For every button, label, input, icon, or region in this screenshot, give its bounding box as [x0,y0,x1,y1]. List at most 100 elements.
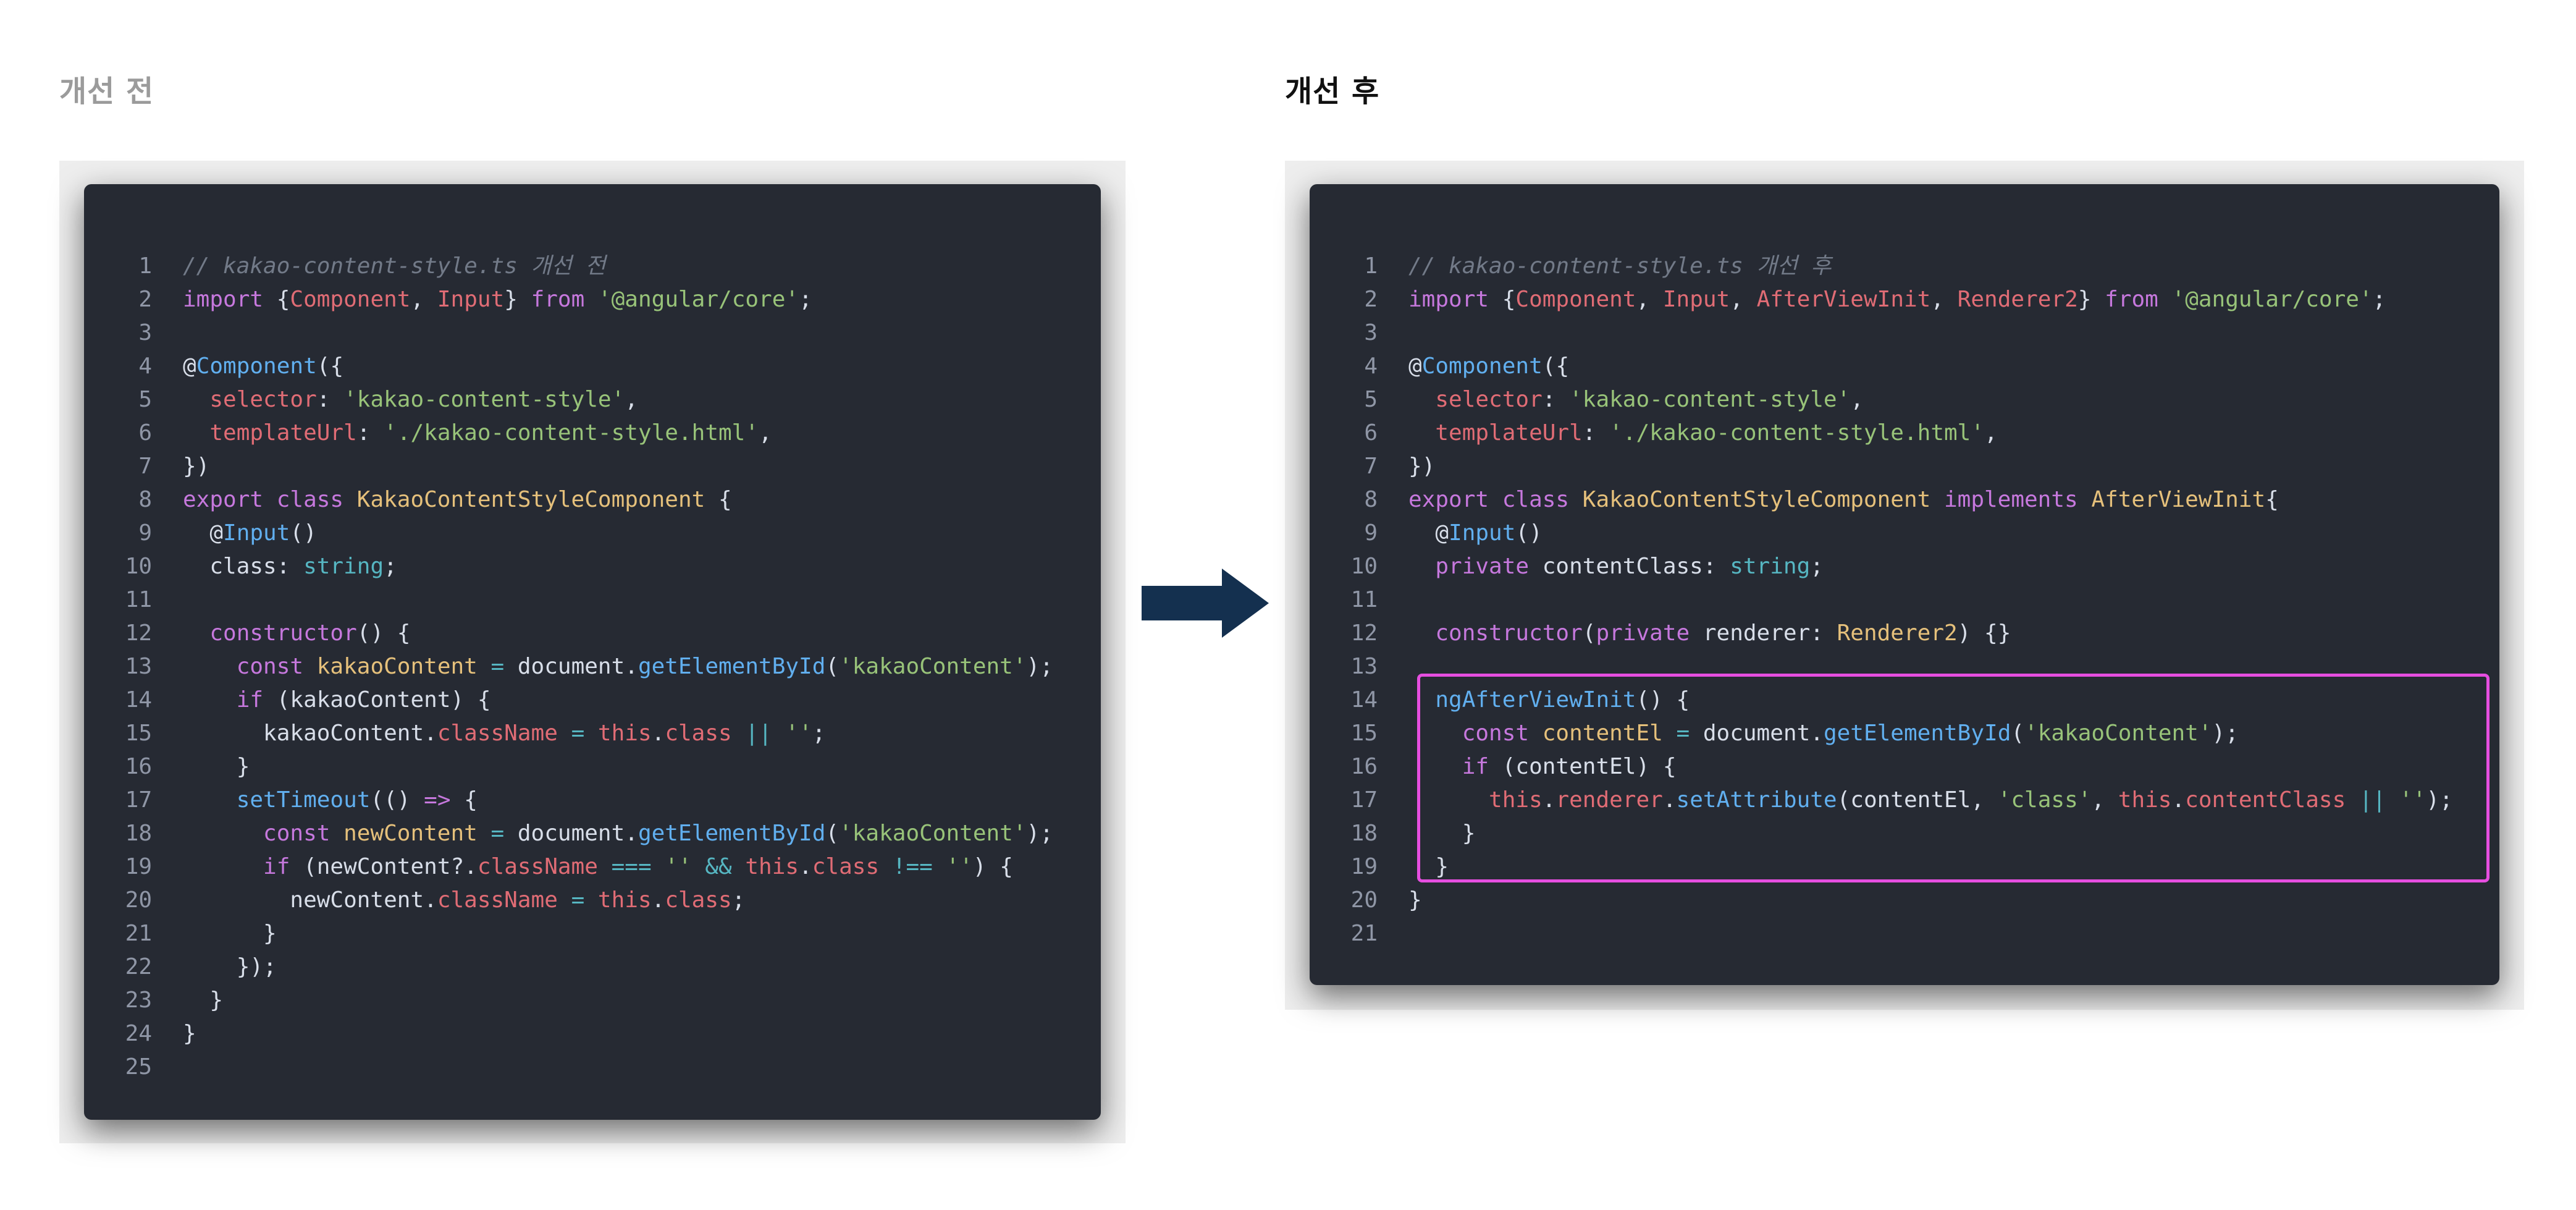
code-token: '' [946,854,973,879]
line-number: 11 [125,587,152,612]
code-token: && [705,854,746,879]
code-line: 24} [84,1017,1101,1051]
code-line: 25 [84,1051,1101,1084]
line-number: 19 [1350,854,1378,879]
code-token: newContent. [183,887,437,913]
code-token: @ [1408,353,1422,379]
code-token: ) { [972,854,1013,879]
line-number: 6 [1364,420,1378,446]
code-token: } [183,921,277,946]
code-line: 13 [1310,650,2499,683]
code-token: ( [825,821,840,846]
code-line: 15 const contentEl = document.getElement… [1310,717,2499,750]
line-number: 5 [138,387,152,412]
code-token: kakaoContent [316,654,491,679]
line-number: 3 [138,320,152,345]
code-token: './kakao-content-style.html' [1609,420,1985,446]
code-token: ; [2372,287,2386,312]
code-token: '@angular/core' [597,287,799,312]
code-token [1408,687,1435,713]
code-token [183,787,237,813]
code-token: (contentEl, [1837,787,1998,813]
code-token: if [263,854,304,879]
line-number: 9 [1364,520,1378,546]
code-token: 'kakaoContent' [839,654,1027,679]
code-token: 'kakaoContent' [2024,721,2212,746]
code-token: class [276,487,357,512]
code-token [1408,787,1489,813]
code-line: 5 selector: 'kakao-content-style', [84,383,1101,417]
line-number: 22 [125,954,152,979]
code-token: || [2359,787,2399,813]
code-token: class [183,554,277,579]
code-token [183,387,209,412]
code-line: 3 [1310,316,2499,350]
code-token: @ [183,520,224,546]
code-token: document. [517,654,638,679]
code-token: newContent [343,821,491,846]
code-line: 17 setTimeout(() => { [84,784,1101,817]
code-line: 4@Component({ [1310,350,2499,383]
code-token: Component [290,287,411,312]
line-number: 8 [1364,487,1378,512]
code-line: 12 constructor() { [84,617,1101,650]
code-token: 'kakao-content-style' [1569,387,1851,412]
code-token: string [303,554,384,579]
code-token: === [611,854,665,879]
line-number: 25 [125,1054,152,1080]
code-token: . [651,721,665,746]
code-token: this [597,887,652,913]
code-token: @ [183,353,196,379]
code-line: 18 } [1310,817,2499,850]
code-token: . [1662,787,1677,813]
code-token [183,687,237,713]
code-line: 17 this.renderer.setAttribute(contentEl,… [1310,784,2499,817]
line-number: 21 [1350,921,1378,946]
line-number: 18 [1350,821,1378,846]
code-token: ); [2212,721,2239,746]
code-token: ({ [1542,353,1570,379]
code-token: } [1408,887,1422,913]
code-token: { [1502,287,1516,312]
code-token: ; [731,887,746,913]
code-line: 16 if (contentEl) { [1310,750,2499,784]
code-line: 4@Component({ [84,350,1101,383]
code-token: this [597,721,652,746]
code-token: Renderer2 [1957,287,2078,312]
line-number: 15 [125,721,152,746]
line-number: 16 [125,754,152,779]
code-token: ( [825,654,840,679]
code-token: 'class' [1997,787,2092,813]
code-token: document. [1703,721,1824,746]
code-token: () [1515,520,1543,546]
code-token: 'kakaoContent' [839,821,1027,846]
code-token: '@angular/core' [2171,287,2373,312]
code-line: 3 [84,316,1101,350]
code-token: !== [892,854,946,879]
code-token: { [464,787,478,813]
code-token: getElementById [638,821,826,846]
code-token: = [490,654,518,679]
code-token: private [1435,554,1543,579]
code-token: } [183,988,224,1013]
code-token: templateUrl [209,420,357,446]
code-token: () { [356,620,411,646]
code-token: import [183,287,277,312]
code-token: , [410,287,437,312]
code-token: ({ [316,353,344,379]
line-number: 12 [1350,620,1378,646]
code-token: ( [2011,721,2025,746]
code-token: @ [1408,520,1449,546]
code-token: Input [1662,287,1730,312]
line-number: 18 [125,821,152,846]
code-token: ) {} [1957,620,2011,646]
code-line: 12 constructor(private renderer: Rendere… [1310,617,2499,650]
code-token: AfterViewInit [2091,487,2266,512]
code-token: Input [437,287,505,312]
code-token: export [1408,487,1502,512]
code-line: 6 templateUrl: './kakao-content-style.ht… [84,417,1101,450]
